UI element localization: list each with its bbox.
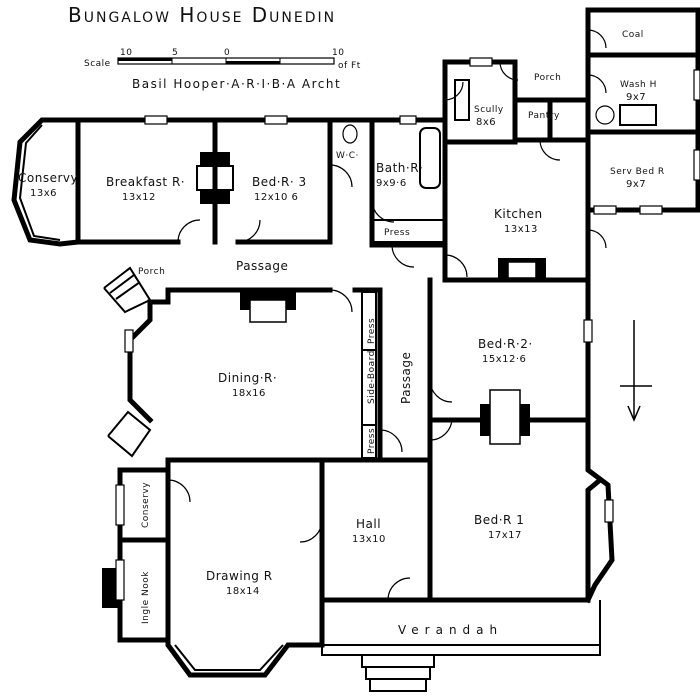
hall-dims: 13x10: [352, 534, 386, 545]
conservatory-top-name: Conservy: [18, 171, 78, 185]
press-top-name: Press: [384, 228, 410, 238]
bed1-name: Bed·R 1: [474, 513, 524, 527]
passage-h-name: Passage: [236, 259, 288, 273]
pantry-name: Pantry: [528, 111, 560, 121]
breakfast-name: Breakfast R·: [106, 175, 185, 189]
conservatory-side-name: Conservy: [141, 482, 151, 528]
verandah-name: Verandah: [398, 623, 503, 637]
serv-bed-name: Serv Bed R: [610, 167, 665, 177]
drawing-name: Drawing R: [206, 569, 273, 583]
passage-v-name: Passage: [399, 352, 413, 404]
bed2-name: Bed·R·2·: [478, 337, 533, 351]
fixtures: [342, 79, 657, 189]
bathtub: [419, 127, 441, 189]
toilet: [342, 124, 358, 144]
coal-name: Coal: [622, 30, 644, 40]
scale-label: Scale: [84, 59, 111, 69]
press-side-bottom-name: Press: [367, 428, 377, 454]
bath-name: Bath·R·: [376, 161, 423, 175]
scully-dims: 8x6: [476, 117, 496, 128]
serv-bed-dims: 9x7: [626, 179, 646, 190]
ingle-nook-name: Ingle Nook: [141, 571, 151, 624]
wash-name: Wash H: [620, 80, 657, 90]
bed1-dims: 17x17: [488, 530, 522, 541]
porch-left-name: Porch: [138, 267, 165, 277]
dining-dims: 18x16: [232, 388, 266, 399]
scale-tick-10b: 10: [332, 48, 344, 58]
scale-bar: Scale 10 5 0 10 of Ft: [84, 48, 361, 71]
drawing-dims: 18x14: [226, 586, 260, 597]
steps: [361, 654, 435, 692]
windows: [115, 57, 700, 601]
room-labels: Conservy 13x6 Breakfast R· 13x12 Bed·R· …: [18, 30, 665, 637]
kitchen-dims: 13x13: [504, 224, 538, 235]
sink: [454, 79, 470, 121]
door-swings: [167, 29, 607, 601]
north-arrow: [620, 320, 652, 422]
wash-dims: 9x7: [626, 92, 646, 103]
porch-top-name: Porch: [534, 73, 561, 83]
wc-name: W·C·: [336, 151, 359, 161]
bed3-dims: 12x10 6: [254, 192, 298, 203]
architect-credit: Basil Hooper·A·R·I·B·A Archt: [132, 77, 341, 91]
kitchen-name: Kitchen: [494, 207, 543, 221]
conservatory-top-dims: 13x6: [30, 188, 57, 199]
scale-tick-0: 0: [224, 48, 230, 58]
side-board-name: Side-Board: [367, 350, 377, 404]
bath-dims: 9x9·6: [376, 178, 407, 189]
fireplaces: [196, 152, 546, 445]
plan-title: Bungalow House Dunedin: [68, 3, 336, 27]
bed2-dims: 15x12·6: [482, 354, 526, 365]
breakfast-dims: 13x12: [122, 192, 156, 203]
scully-name: Scully: [474, 105, 504, 115]
dining-name: Dining·R·: [218, 371, 277, 385]
tubs: [619, 104, 657, 126]
scale-tick-10a: 10: [120, 48, 132, 58]
copper: [595, 105, 615, 125]
press-side-top-name: Press: [367, 318, 377, 344]
bed3-name: Bed·R· 3: [252, 175, 307, 189]
scale-unit: of Ft: [338, 61, 361, 71]
hall-name: Hall: [356, 517, 381, 531]
scale-tick-5: 5: [172, 48, 178, 58]
